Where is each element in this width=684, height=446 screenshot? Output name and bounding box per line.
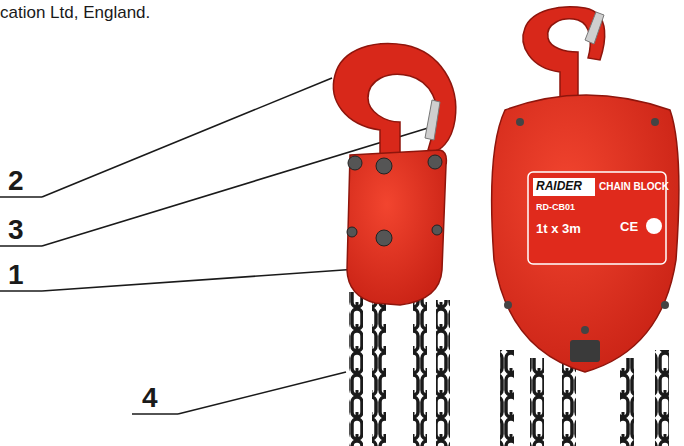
model-number: RD-CB01	[536, 203, 575, 213]
logo-box	[533, 178, 595, 196]
mark-circle	[646, 218, 662, 234]
bolts	[504, 118, 669, 334]
load-chain	[620, 358, 634, 446]
plate-title: CHAIN BLOCK	[599, 181, 669, 192]
capacity-text: 1t x 3m	[536, 222, 581, 236]
callout-number: 1	[8, 260, 24, 291]
header-text: cation Ltd, England.	[0, 4, 150, 23]
load-chain	[372, 300, 386, 446]
hand-chain	[655, 350, 669, 446]
load-chain	[349, 292, 363, 446]
hook	[523, 7, 605, 100]
ce-mark: CE	[620, 220, 638, 234]
callout-number: 3	[8, 215, 24, 246]
callout-number: 4	[142, 383, 158, 414]
hand-chain	[530, 358, 544, 446]
hoist-body	[492, 95, 679, 372]
hand-chain	[500, 350, 514, 446]
hoist-body	[347, 150, 446, 305]
brand-logo: RAIDER	[536, 180, 582, 193]
hook	[333, 44, 455, 160]
bolts	[347, 155, 442, 246]
hand-chain	[436, 300, 450, 446]
callout-number: 2	[8, 166, 24, 197]
load-chain	[562, 360, 576, 446]
chain-guide	[570, 340, 600, 362]
hand-chain	[413, 295, 427, 446]
